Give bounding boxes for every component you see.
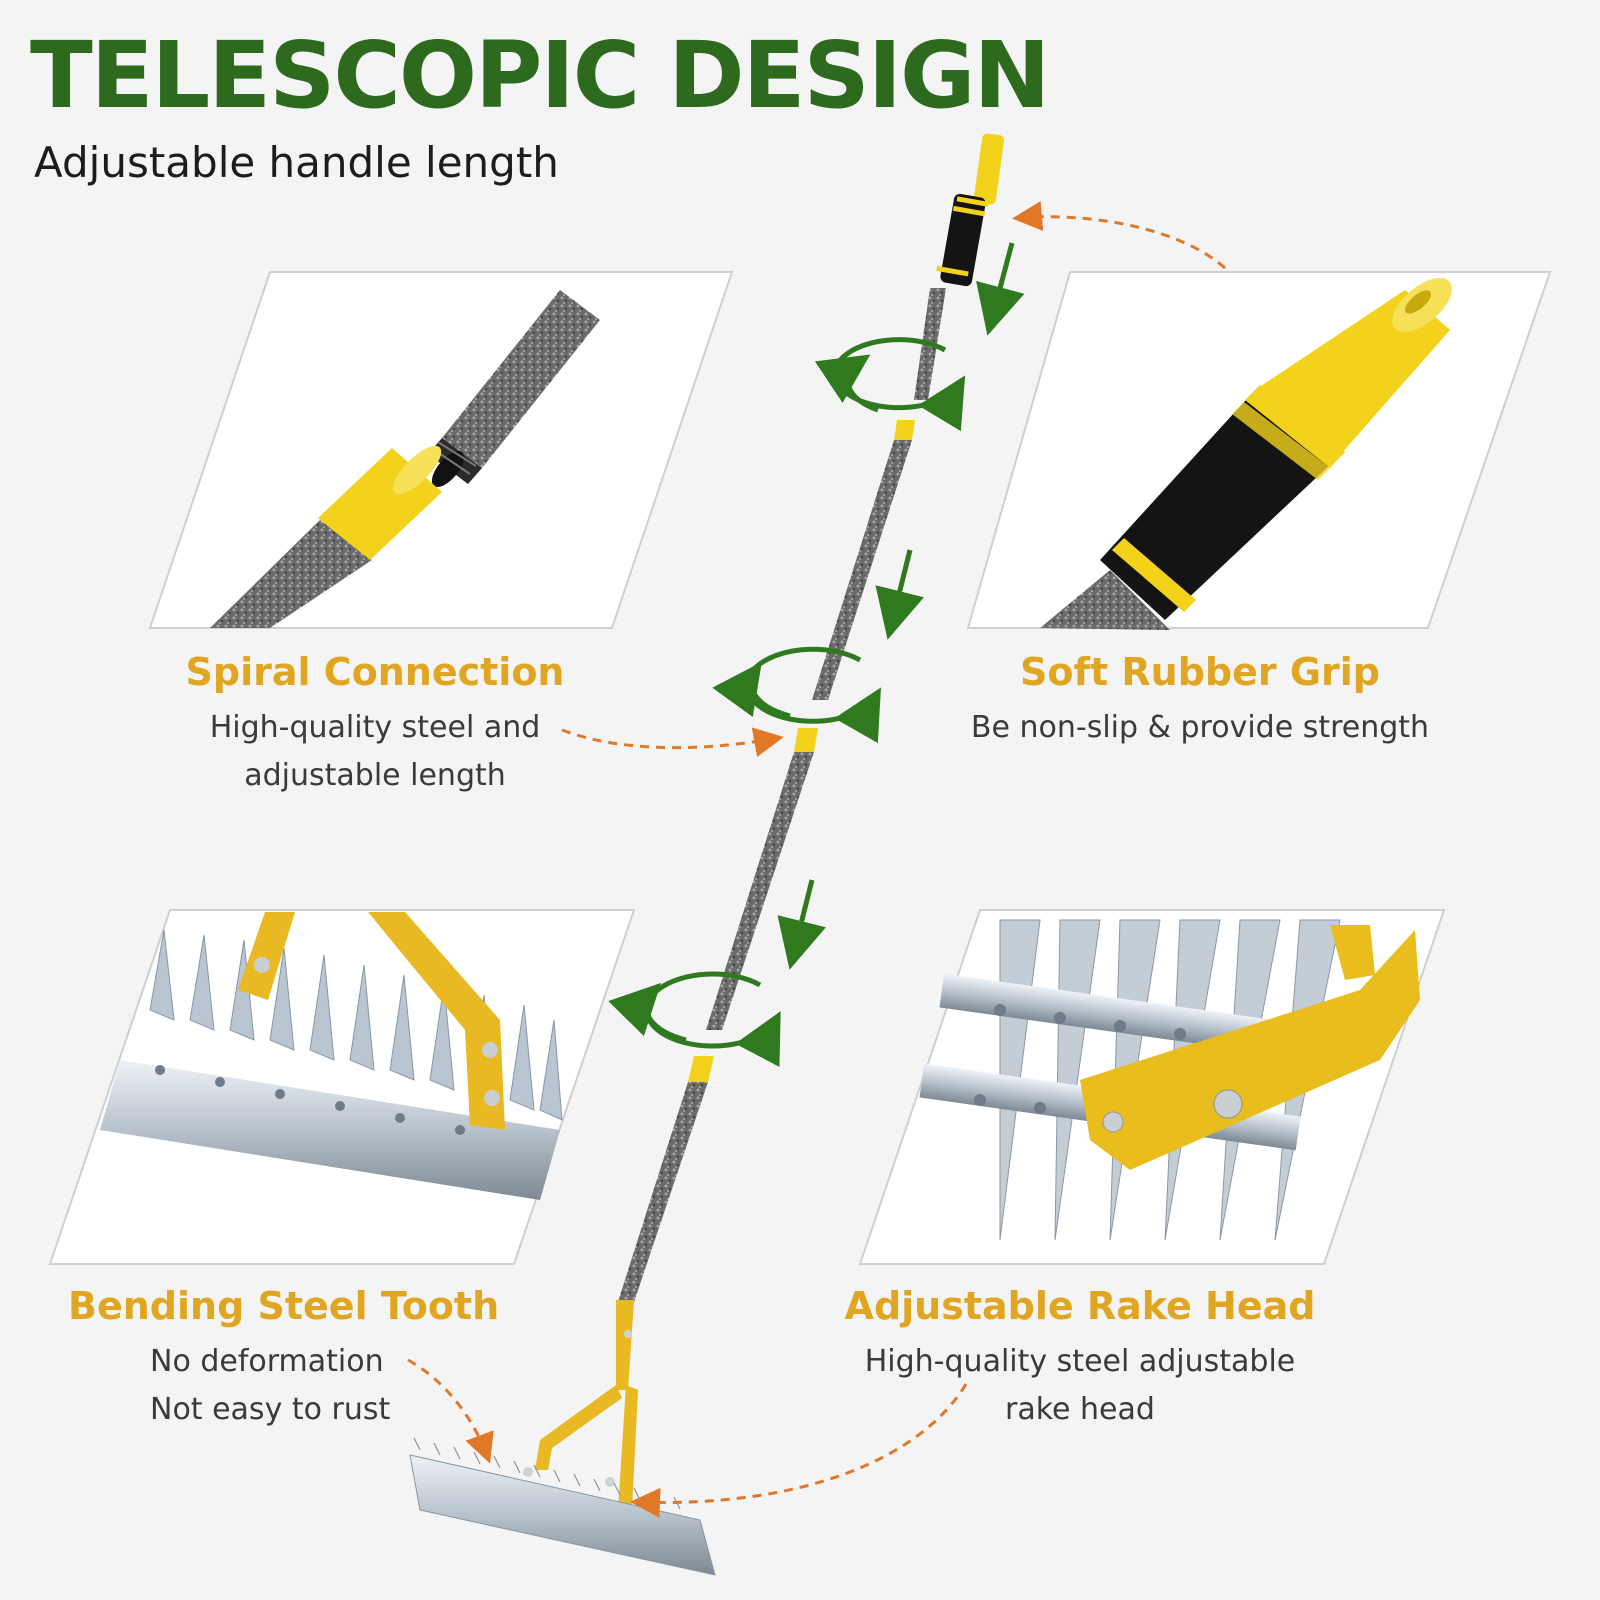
callout-arrows <box>407 201 1226 1518</box>
spiral-connection-title: Spiral Connection <box>185 650 565 694</box>
rake-head-panel <box>858 909 1446 1265</box>
spiral-connection-desc-line2: adjustable length <box>244 757 506 793</box>
spiral-connection-panel <box>148 271 734 629</box>
page-subtitle: Adjustable handle length <box>34 138 559 187</box>
steel-tooth-panel <box>48 909 636 1265</box>
page-title: TELESCOPIC DESIGN <box>30 22 1050 129</box>
rubber-grip-caption: Soft Rubber Grip Be non-slip & provide s… <box>940 650 1460 752</box>
rubber-grip-title: Soft Rubber Grip <box>1019 650 1381 694</box>
steel-tooth-caption: Bending Steel Tooth No deformation Not e… <box>68 1284 528 1434</box>
rotation-arrows <box>608 242 1025 1068</box>
spiral-connection-desc-line1: High-quality steel and <box>209 709 541 745</box>
steel-tooth-title: Bending Steel Tooth <box>68 1284 500 1328</box>
steel-tooth-desc-line1: No deformation <box>150 1343 384 1379</box>
rake-head-desc-line2: rake head <box>1005 1391 1155 1427</box>
rubber-grip-desc: Be non-slip & provide strength <box>970 709 1430 745</box>
rake-head-caption: Adjustable Rake Head High-quality steel … <box>835 1284 1325 1434</box>
spiral-connection-caption: Spiral Connection High-quality steel and… <box>180 650 570 800</box>
rake-head-title: Adjustable Rake Head <box>844 1284 1316 1328</box>
steel-tooth-desc-line2: Not easy to rust <box>150 1391 391 1427</box>
rubber-grip-panel <box>966 271 1552 630</box>
rake-head-desc-line1: High-quality steel adjustable <box>864 1343 1296 1379</box>
